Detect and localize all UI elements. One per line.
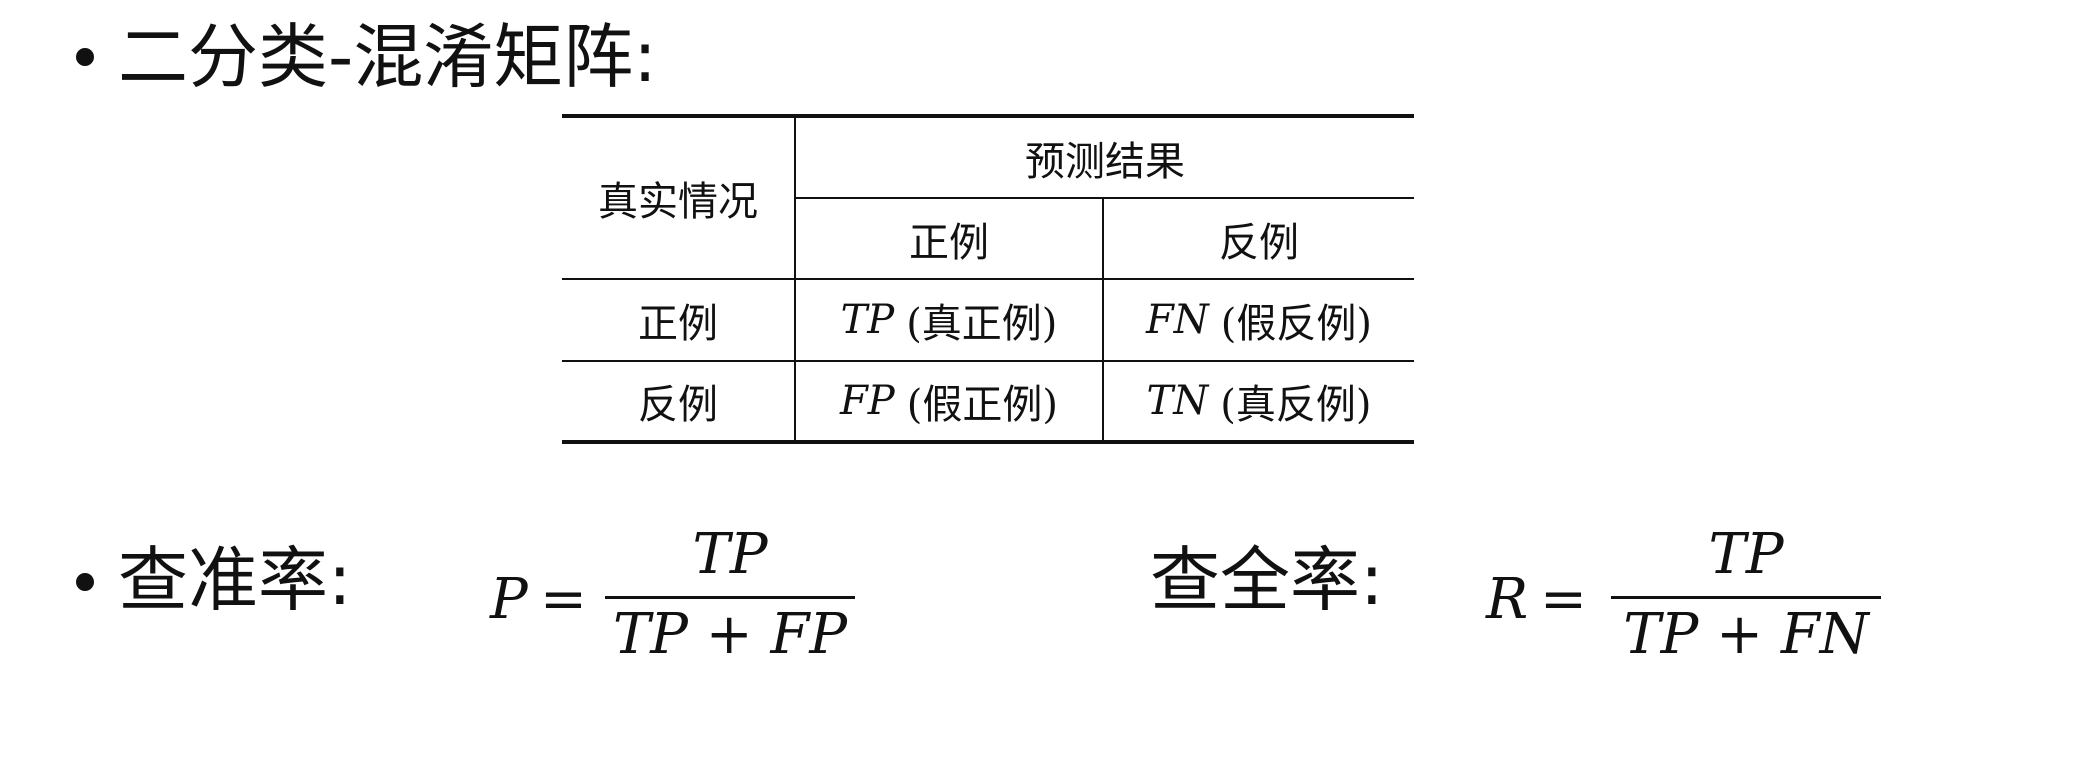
formula-denominator: TP + FN xyxy=(1623,602,1869,667)
precision-label: 查准率: xyxy=(118,539,352,621)
recall-label: 查全率: xyxy=(1150,539,1384,621)
table-mid-rule xyxy=(562,278,1414,280)
row-negative-label: 反例 xyxy=(638,382,718,428)
cell-desc: (假反例) xyxy=(1220,301,1372,347)
cell-abbr: FP xyxy=(840,378,895,424)
row-positive-label: 正例 xyxy=(638,301,718,347)
table-vertical-rule-1 xyxy=(794,114,796,444)
precision-formula: P = TP TP + FP xyxy=(490,522,860,667)
cell-abbr: TN xyxy=(1146,378,1209,424)
cell-true-negative: TN(真反例) xyxy=(1104,362,1414,440)
table-vertical-rule-2 xyxy=(1102,198,1104,444)
formula-numerator: TP xyxy=(692,522,768,587)
column-header-label: 预测结果 xyxy=(1025,138,1185,185)
recall-formula: R = TP TP + FN xyxy=(1486,522,1886,667)
confusion-matrix-table: 真实情况 预测结果 正例 反例 正例 TP(真正例) FN(假反例) 反例 FP… xyxy=(562,114,1414,444)
cell-false-negative: FN(假反例) xyxy=(1104,280,1414,360)
row-header-label: 真实情况 xyxy=(598,179,758,225)
cell-desc: (假正例) xyxy=(906,382,1058,428)
column-negative-label: 反例 xyxy=(1219,219,1299,266)
confusion-matrix-title: 二分类-混淆矩阵: xyxy=(118,16,657,98)
bullet-dot xyxy=(76,573,94,591)
cell-abbr: TP xyxy=(840,297,895,343)
formula-numerator: TP xyxy=(1708,522,1784,587)
formula-lhs: R xyxy=(1486,567,1529,632)
fraction-bar xyxy=(1611,596,1881,599)
table-row-rule xyxy=(562,360,1414,362)
cell-desc: (真反例) xyxy=(1220,382,1372,428)
bullet-dot xyxy=(76,48,94,66)
table-header-rule xyxy=(795,197,1414,199)
cell-false-positive: FP(假正例) xyxy=(796,362,1102,440)
table-bottom-rule xyxy=(562,440,1414,444)
formula-equals: = xyxy=(1540,567,1587,632)
cell-abbr: FN xyxy=(1146,297,1209,343)
fraction-bar xyxy=(605,596,855,599)
cell-desc: (真正例) xyxy=(906,301,1058,347)
formula-denominator: TP + FP xyxy=(612,602,848,667)
formula-equals: = xyxy=(540,567,587,632)
table-top-rule xyxy=(562,114,1414,118)
cell-true-positive: TP(真正例) xyxy=(796,280,1102,360)
formula-lhs: P xyxy=(490,567,528,632)
column-positive-label: 正例 xyxy=(909,219,989,266)
